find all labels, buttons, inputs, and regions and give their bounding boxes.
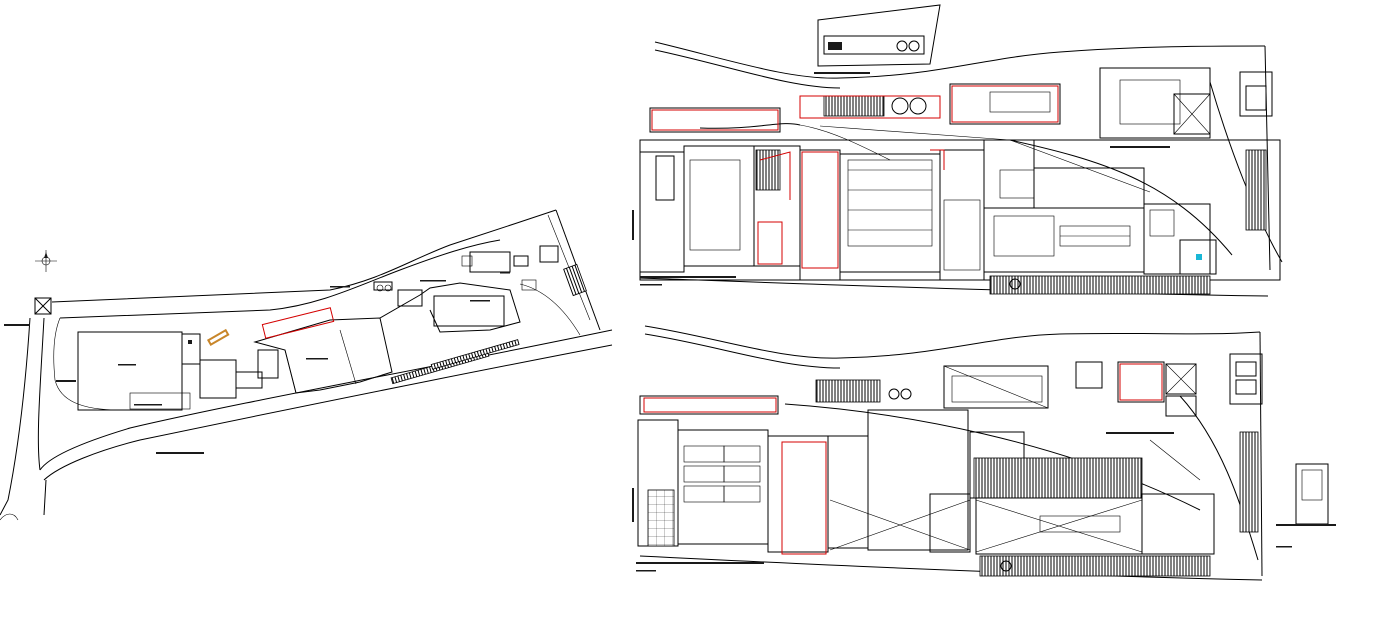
site-plan <box>0 209 613 521</box>
lower-floor-plan <box>632 325 1336 581</box>
building-1-outline <box>77 331 183 411</box>
compass-cross-icon <box>34 297 52 315</box>
upper-floor-plan <box>632 4 1283 297</box>
north-arrow-icon <box>35 250 57 272</box>
